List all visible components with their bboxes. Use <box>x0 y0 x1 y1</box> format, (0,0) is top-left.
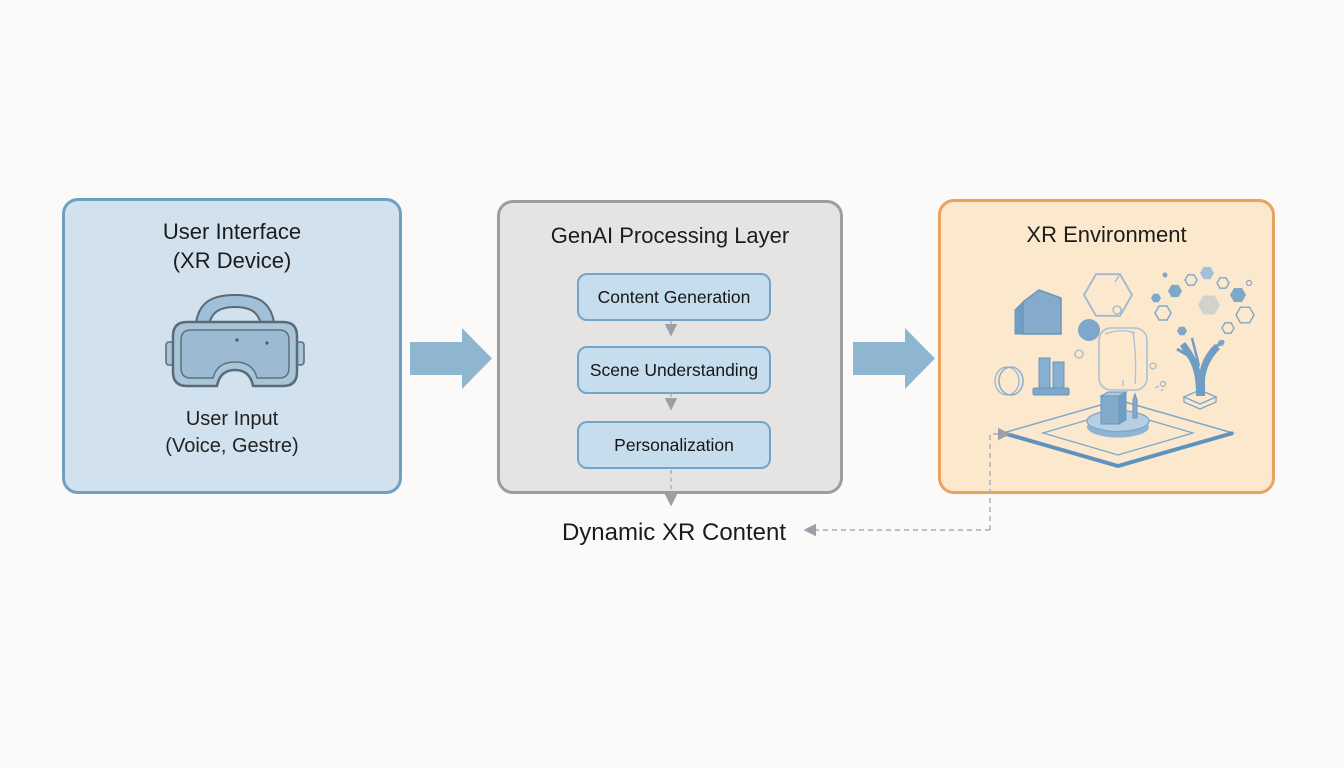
user-interface-title-line1: User Interface <box>162 219 302 244</box>
genai-processing-title: GenAI Processing Layer <box>550 223 790 248</box>
user-input-caption-line2: (Voice, Gestre) <box>165 435 299 457</box>
user-interface-title: User Interface (XR Device) <box>65 217 399 275</box>
user-input-caption: User Input (Voice, Gestre) <box>65 406 399 460</box>
xr-environment-title: XR Environment <box>1026 222 1187 247</box>
genai-step-personalization: Personalization <box>577 421 771 469</box>
dynamic-xr-content-label: Dynamic XR Content <box>561 519 787 546</box>
user-interface-title-line2: (XR Device) <box>172 248 292 273</box>
user-input-caption-line1: User Input <box>185 408 279 430</box>
vr-headset-icon <box>165 294 305 388</box>
flow-arrow-icon <box>853 328 935 389</box>
xr-scene-illustration <box>994 266 1255 468</box>
flow-arrow-icon <box>410 328 492 389</box>
genai-step-content-generation: Content Generation <box>577 273 771 321</box>
user-interface-box: User Interface (XR Device) User Input (V… <box>62 198 402 494</box>
genai-processing-box: GenAI Processing Layer Content Generatio… <box>497 200 843 494</box>
genai-step-scene-understanding: Scene Understanding <box>577 346 771 394</box>
xr-environment-box: XR Environment <box>938 199 1275 494</box>
